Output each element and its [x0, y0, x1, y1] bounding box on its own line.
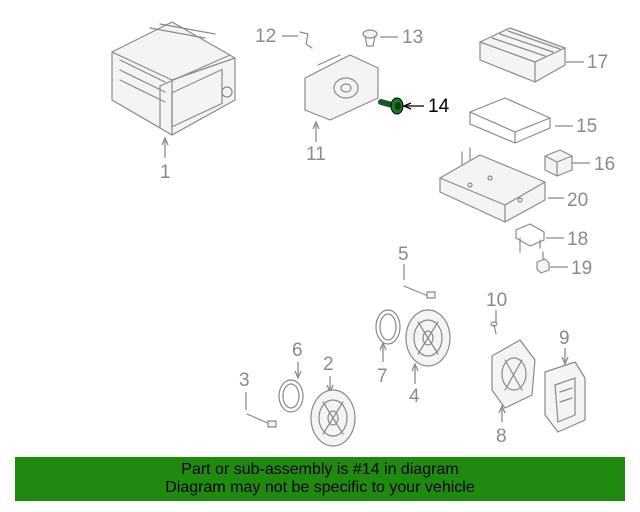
- info-banner: Part or sub-assembly is #14 in diagram D…: [15, 457, 625, 501]
- callout-9: 9: [559, 328, 570, 349]
- callout-2: 2: [323, 354, 334, 375]
- callout-11: 11: [306, 144, 326, 165]
- callout-6: 6: [292, 340, 303, 361]
- part-11-speaker-enclosure: [304, 54, 379, 121]
- part-6-ring: [278, 379, 304, 413]
- part-17-grille: [479, 27, 566, 83]
- part-19-bolt: [536, 251, 550, 274]
- part-8-housing: [491, 339, 536, 409]
- callout-7: 7: [377, 366, 388, 387]
- part-12-bracket: [299, 31, 313, 49]
- callout-19: 19: [571, 258, 592, 279]
- callout-1: 1: [160, 162, 171, 183]
- part-16-clip: [544, 149, 573, 177]
- callout-5: 5: [398, 244, 409, 265]
- part-20-mounting-plate: [439, 147, 546, 223]
- callout-10: 10: [486, 290, 507, 311]
- callout-4: 4: [409, 386, 420, 407]
- callout-16: 16: [594, 154, 615, 175]
- callout-8: 8: [496, 426, 507, 447]
- banner-line-1: Part or sub-assembly is #14 in diagram: [181, 461, 459, 478]
- callout-15: 15: [576, 116, 597, 137]
- callout-18: 18: [567, 229, 588, 250]
- part-14-screw: [378, 97, 404, 115]
- parts-diagram: 1 12 13 11 14 17 15: [111, 21, 615, 447]
- part-18-bracket: [515, 223, 545, 253]
- part-1-radio-unit: [111, 21, 236, 136]
- callout-20: 20: [567, 190, 588, 211]
- callout-17: 17: [587, 52, 608, 73]
- callout-14: 14: [428, 96, 450, 117]
- part-3-cable: [246, 413, 277, 428]
- part-10-screw: [490, 321, 498, 335]
- part-9-cover: [544, 361, 586, 433]
- part-4-speaker: [405, 309, 451, 367]
- part-2-speaker: [310, 389, 356, 447]
- part-13-clip: [362, 29, 378, 47]
- part-15-pad: [469, 97, 551, 144]
- part-5-cable: [403, 285, 436, 299]
- callout-13: 13: [402, 27, 423, 48]
- part-7-gasket-ring: [375, 309, 401, 345]
- callout-3: 3: [239, 370, 250, 391]
- callout-12: 12: [255, 26, 276, 47]
- banner-line-2: Diagram may not be specific to your vehi…: [165, 479, 475, 496]
